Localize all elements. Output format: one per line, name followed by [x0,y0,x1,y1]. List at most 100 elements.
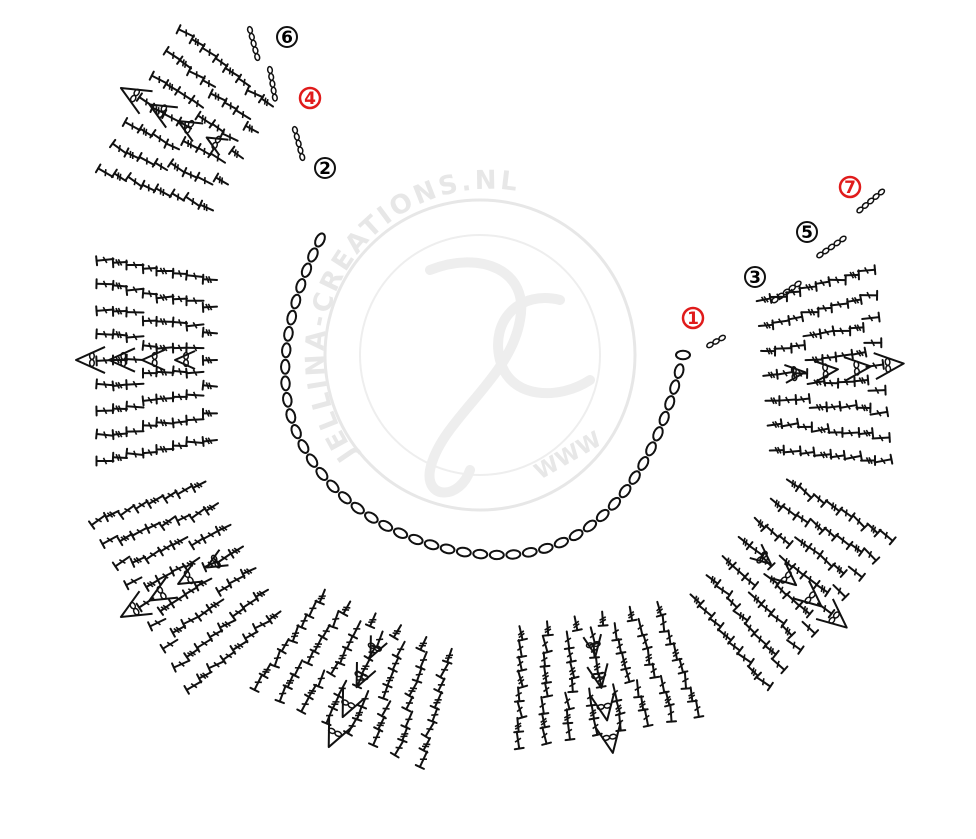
double-crochet [793,566,807,578]
row-labels: 6 4 2 1 3 5 7 [277,27,860,329]
treble-crochet [673,643,682,661]
double-crochet [844,451,862,460]
double-crochet [195,173,212,185]
chain-stitch [337,490,353,506]
chain-stitch [592,673,599,679]
double-crochet [770,614,786,628]
chain-stitch [582,518,598,533]
treble-crochet [861,456,875,465]
double-crochet [871,407,889,416]
treble-crochet [544,621,553,635]
treble-crochet [218,620,235,631]
treble-crochet [339,602,350,616]
treble-crochet [203,303,217,312]
double-crochet [275,686,286,703]
double-crochet [186,343,203,352]
chain-stitch [285,408,297,424]
double-crochet [297,614,307,629]
chain-stitch [378,519,394,533]
double-crochet [96,306,113,315]
double-crochet [156,572,173,584]
treble-crochet [847,295,862,304]
treble-crochet [443,649,453,664]
double-crochet [774,344,791,353]
panel-left [76,256,217,465]
double-crochet [378,701,390,718]
treble-crochet [856,403,870,412]
double-crochet [754,633,770,648]
double-crochet [517,640,526,658]
fan-shell [814,361,838,382]
double-crochet [782,506,798,520]
treble-crochet [229,147,243,159]
fan-shell [368,635,388,657]
treble-crochet [158,603,172,615]
double-crochet [96,165,113,177]
treble-crochet [621,652,630,670]
double-crochet [304,651,314,666]
treble-crochet [518,626,527,641]
treble-crochet [170,537,187,549]
double-crochet [784,446,801,455]
double-crochet [186,416,203,425]
double-crochet [436,662,448,679]
treble-crochet [816,585,830,597]
double-crochet [422,722,435,739]
double-crochet [682,672,691,689]
double-crochet [183,193,200,206]
double-crochet [124,577,141,589]
chain-stitch [568,528,584,542]
double-crochet [787,640,803,654]
double-crochet [89,515,105,529]
chain-stitch [286,310,297,326]
double-crochet [727,598,740,611]
fan-shell [142,350,165,371]
double-crochet [541,652,550,666]
double-crochet [148,619,165,630]
double-crochet [175,87,192,100]
treble-crochet [540,714,549,729]
treble-crochet [594,657,603,674]
treble-crochet [657,602,666,617]
double-crochet [319,625,330,639]
double-crochet [96,329,113,338]
double-crochet [434,679,445,694]
treble-crochet [113,307,127,316]
treble-crochet [157,267,174,276]
double-crochet [349,621,361,638]
row-label-5: 5 [797,222,817,243]
treble-crochet [156,395,173,404]
chain-stitch [794,280,802,288]
double-crochet [416,752,427,769]
double-crochet [858,265,875,274]
treble-crochet [159,516,175,530]
double-crochet [873,433,890,442]
double-crochet [694,700,703,718]
double-crochet [868,386,885,395]
treble-crochet [854,376,868,385]
treble-crochet [645,648,654,665]
chain-stitch [314,466,329,482]
double-crochet [96,379,113,388]
double-crochet [334,681,346,698]
treble-crochet [144,580,158,591]
row-label-6: 6 [277,27,297,48]
treble-crochet [416,637,427,652]
double-crochet [766,526,782,541]
chain-stitch [456,547,471,557]
treble-crochet [707,575,721,587]
fan-shell [784,365,805,383]
treble-crochet [514,718,523,732]
double-crochet [253,621,270,632]
double-crochet [207,661,224,672]
chain-stitch [290,424,303,440]
double-crochet [133,501,147,512]
double-crochet [343,636,353,651]
double-crochet [297,697,309,714]
double-crochet [660,615,669,632]
chain-stitch [283,326,294,341]
double-crochet [772,659,788,674]
chain-stitch [268,73,274,80]
panel-top-left [96,25,273,211]
treble-crochet [419,738,430,752]
